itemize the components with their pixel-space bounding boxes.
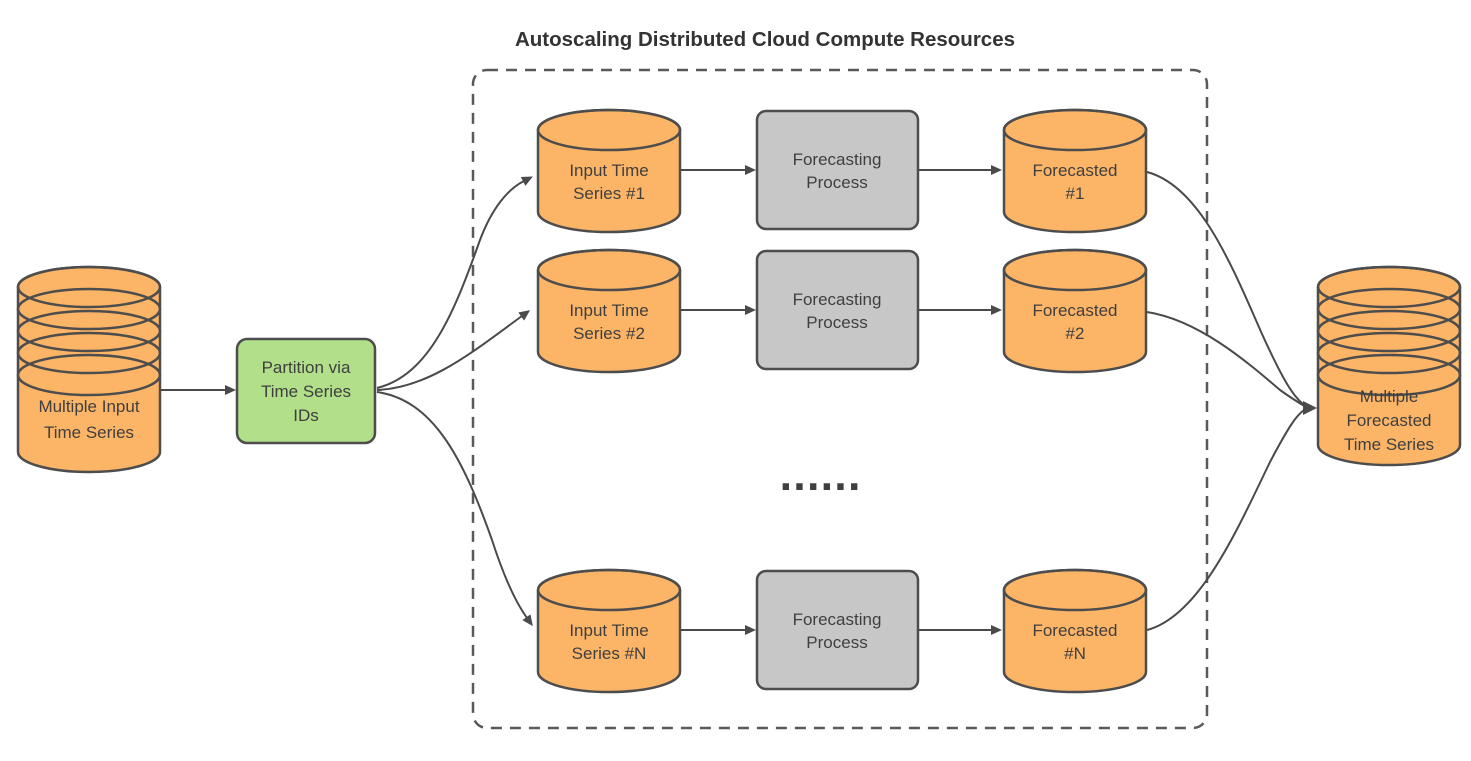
sink-cylinder-disk: [1316, 331, 1462, 375]
partition-node-label-line3: IDs: [293, 406, 319, 425]
source-cylinder-disk: [16, 331, 162, 375]
sink-arrowhead-icon: [1303, 401, 1317, 415]
partition-node-label-line2: Time Series: [261, 382, 351, 401]
process-box-n-label-line2: Process: [806, 633, 867, 652]
input-cylinder-2-label-line2: Series #2: [573, 324, 645, 343]
partition-node: Partition via Time Series IDs: [235, 337, 377, 445]
process-box-2-label-line1: Forecasting: [793, 290, 882, 309]
partition-node-label-line1: Partition via: [262, 358, 351, 377]
autoscaling-group-title: Autoscaling Distributed Cloud Compute Re…: [515, 28, 1015, 51]
input-cylinder-2-rim: [536, 248, 682, 292]
arrow-outputN-to-sink: [1146, 408, 1307, 631]
arrow-output2-to-sink: [1146, 311, 1307, 408]
source-cylinder-disk: [16, 287, 162, 331]
process-box-2: Forecasting Process: [755, 249, 920, 371]
sink-cylinder-disk: [1316, 353, 1462, 397]
input-cylinder-n: Input Time Series #N: [536, 568, 682, 694]
sink-cylinder-disk: [1316, 287, 1462, 331]
output-cylinder-2-label-line2: #2: [1066, 324, 1085, 343]
process-box-1-label-line2: Process: [806, 173, 867, 192]
output-cylinder-n-label-line2: #N: [1064, 644, 1086, 663]
arrow-partition-to-input-n: [376, 391, 533, 627]
output-cylinder-1: Forecasted #1: [1002, 108, 1148, 234]
arrow-partition-to-input-1: [376, 176, 533, 389]
process-box-2-rect: [755, 249, 920, 371]
input-cylinder-1-label-line2: Series #1: [573, 184, 645, 203]
autoscaling-group-border: [471, 68, 1209, 730]
process-box-n-rect: [755, 569, 920, 691]
sink-cylinder-label-line1: Multiple: [1360, 387, 1419, 406]
output-cylinder-1-label-line2: #1: [1066, 184, 1085, 203]
output-cylinder-2-rim: [1002, 248, 1148, 292]
input-cylinder-n-rim: [536, 568, 682, 612]
pipeline-row-n: Input Time Series #N Forecasting Process…: [536, 568, 1148, 694]
process-box-1: Forecasting Process: [755, 109, 920, 231]
source-cylinder: Multiple Input Time Series: [16, 265, 162, 474]
more-rows-ellipsis: ......: [779, 458, 861, 499]
input-cylinder-n-label-line1: Input Time: [569, 621, 648, 640]
process-box-2-label-line2: Process: [806, 313, 867, 332]
output-cylinder-1-label-line1: Forecasted: [1032, 161, 1117, 180]
process-box-n-label-line1: Forecasting: [793, 610, 882, 629]
input-cylinder-2: Input Time Series #2: [536, 248, 682, 374]
source-cylinder-rim: [16, 265, 162, 309]
sink-cylinder-label-line3: Time Series: [1344, 435, 1434, 454]
process-box-n: Forecasting Process: [755, 569, 920, 691]
output-cylinder-n-rim: [1002, 568, 1148, 612]
input-cylinder-1: Input Time Series #1: [536, 108, 682, 234]
source-cylinder-disk: [16, 353, 162, 397]
input-cylinder-1-rim: [536, 108, 682, 152]
process-box-1-rect: [755, 109, 920, 231]
partition-node-box: [235, 337, 377, 445]
output-cylinder-2: Forecasted #2: [1002, 248, 1148, 374]
output-cylinder-1-rim: [1002, 108, 1148, 152]
input-cylinder-2-label-line1: Input Time: [569, 301, 648, 320]
sink-cylinder-rim: [1316, 265, 1462, 309]
pipeline-row-2: Input Time Series #2 Forecasting Process…: [536, 248, 1148, 374]
sink-cylinder-label-line2: Forecasted: [1346, 411, 1431, 430]
sink-cylinder-disk: [1316, 309, 1462, 353]
arrow-partition-to-input-2: [376, 310, 531, 391]
arrow-output1-to-sink: [1146, 171, 1307, 407]
source-cylinder-label-line1: Multiple Input: [38, 397, 139, 416]
input-cylinder-1-label-line1: Input Time: [569, 161, 648, 180]
source-cylinder-label-line2: Time Series: [44, 423, 134, 442]
source-cylinder-disk: [16, 309, 162, 353]
sink-cylinder: Multiple Forecasted Time Series: [1316, 265, 1462, 467]
process-box-1-label-line1: Forecasting: [793, 150, 882, 169]
pipeline-row-1: Input Time Series #1 Forecasting Process…: [536, 108, 1148, 234]
input-cylinder-n-label-line2: Series #N: [572, 644, 647, 663]
output-cylinder-n: Forecasted #N: [1002, 568, 1148, 694]
output-cylinder-2-label-line1: Forecasted: [1032, 301, 1117, 320]
output-cylinder-n-label-line1: Forecasted: [1032, 621, 1117, 640]
